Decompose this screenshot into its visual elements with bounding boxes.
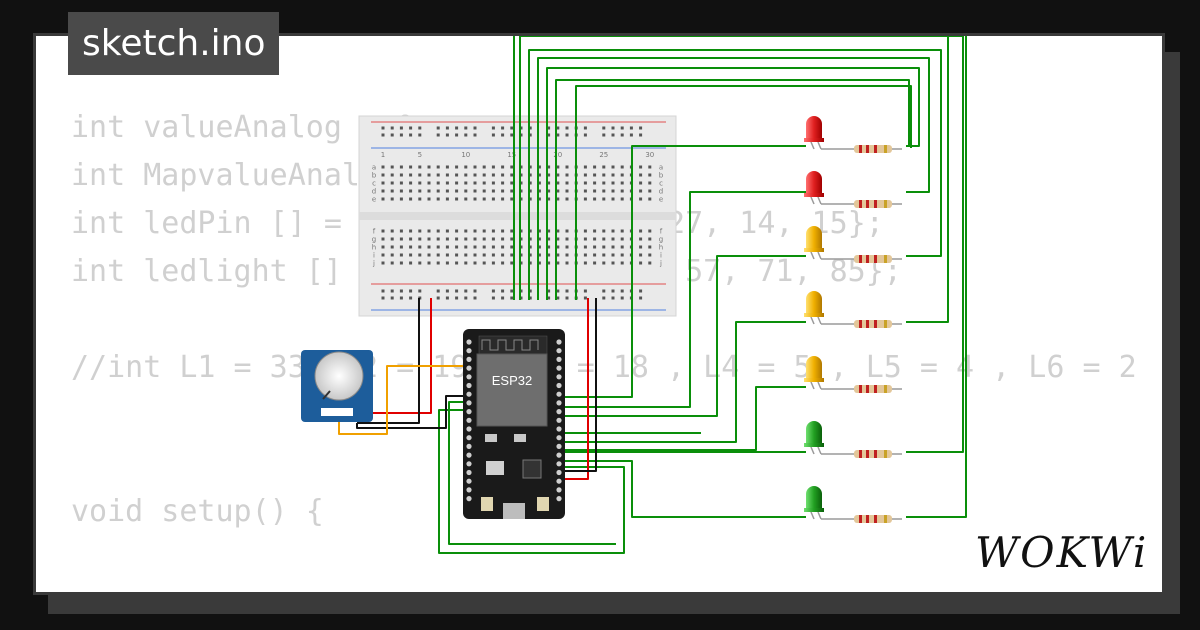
resistor[interactable] [821, 515, 902, 523]
wire [563, 321, 806, 443]
wire [563, 298, 597, 472]
board-component [485, 434, 497, 442]
wire [357, 298, 420, 424]
wire [546, 67, 920, 300]
wire [906, 36, 949, 323]
row-letter: b [659, 172, 664, 180]
led-red[interactable] [804, 171, 824, 205]
resistor[interactable] [821, 255, 902, 263]
wire [537, 57, 930, 300]
row-letter: g [659, 236, 663, 244]
column-number: 30 [645, 151, 654, 159]
antenna-trace [481, 339, 539, 351]
row-letter: c [659, 180, 663, 188]
row-letter: a [659, 164, 663, 172]
row-letter: d [372, 188, 376, 196]
row-letter: j [372, 260, 375, 268]
row-letter: b [372, 172, 377, 180]
wire [563, 460, 806, 518]
wire [519, 36, 964, 453]
usb-chip [522, 459, 542, 479]
row-letter: i [660, 252, 662, 260]
code-line: void setup() { [71, 494, 324, 529]
potentiometer-knob[interactable] [314, 351, 364, 401]
leds[interactable] [804, 116, 902, 523]
resistor[interactable] [821, 320, 902, 328]
wire [563, 191, 806, 408]
board-component [514, 434, 526, 442]
led-yellow[interactable] [804, 356, 824, 390]
project-card[interactable]: int valueAnalog = 0;int MapvalueAnalog =… [33, 33, 1165, 595]
file-tab[interactable]: sketch.ino [68, 12, 280, 75]
row-letter: g [372, 236, 376, 244]
wire [338, 365, 467, 435]
wire [563, 145, 806, 398]
column-number: 25 [599, 151, 608, 159]
wire [906, 36, 967, 518]
potentiometer[interactable] [301, 350, 373, 422]
led-yellow[interactable] [804, 291, 824, 325]
column-number: 10 [461, 151, 470, 159]
boot-button[interactable] [481, 497, 493, 511]
wire [356, 395, 467, 429]
row-letter: i [373, 252, 375, 260]
column-number: 20 [553, 151, 562, 159]
led-yellow[interactable] [804, 226, 824, 260]
row-letter: f [373, 228, 376, 236]
resistor[interactable] [821, 450, 902, 458]
column-number: 15 [507, 151, 516, 159]
wire [528, 49, 942, 300]
wire [448, 401, 616, 545]
wire [373, 298, 432, 414]
led-green[interactable] [804, 421, 824, 455]
row-letter: d [659, 188, 663, 196]
row-letter: a [372, 164, 376, 172]
reset-button[interactable] [537, 497, 549, 511]
wire [438, 409, 625, 554]
esp32-board[interactable]: ESP32 [463, 329, 565, 519]
wokwi-logo: WOKWi [975, 528, 1149, 577]
esp32-label: ESP32 [492, 373, 532, 388]
wire [563, 386, 806, 451]
row-letter: j [659, 260, 662, 268]
regulator [486, 461, 504, 475]
row-letter: c [372, 180, 376, 188]
row-letter: e [372, 196, 376, 204]
wire [555, 79, 910, 300]
led-red[interactable] [804, 116, 824, 150]
wire [563, 298, 589, 480]
resistor[interactable] [821, 145, 902, 153]
resistor[interactable] [821, 200, 902, 208]
wire [563, 255, 806, 417]
wire [575, 85, 912, 300]
row-letter: f [660, 228, 663, 236]
column-number: 1 [381, 151, 385, 159]
potentiometer-pins [321, 408, 353, 416]
wires [338, 36, 967, 554]
column-number: 5 [418, 151, 422, 159]
usb-port [503, 503, 525, 519]
knob-indicator [322, 390, 331, 400]
row-letter: e [659, 196, 663, 204]
esp32-pins [466, 339, 562, 502]
row-letter: h [659, 244, 663, 252]
led-green[interactable] [804, 486, 824, 520]
row-letter: h [372, 244, 376, 252]
resistor[interactable] [821, 385, 902, 393]
